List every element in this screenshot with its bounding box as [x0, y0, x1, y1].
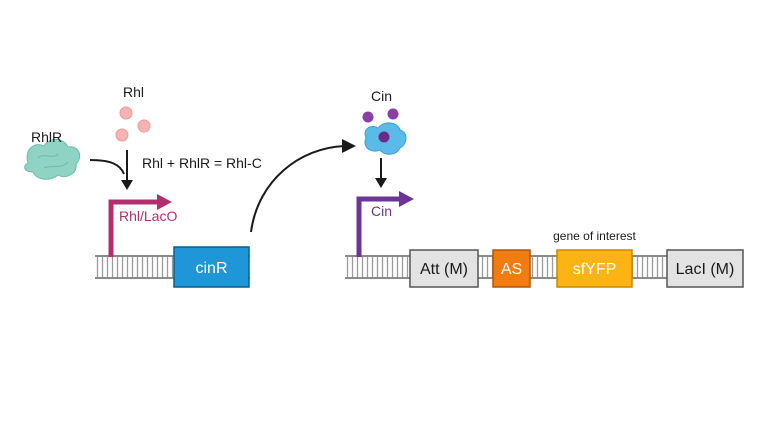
down-arrowhead-left-icon — [121, 180, 133, 190]
gene-sfyfp-label: sfYFP — [573, 261, 617, 278]
gene-as: AS — [492, 249, 531, 288]
rhl-molecules — [115, 106, 151, 142]
gene-as-label: AS — [501, 261, 522, 278]
cin-arrowhead-icon — [342, 139, 356, 153]
promoter-rhl-laco: Rhl/LacO — [108, 194, 177, 257]
cin-complex-icon — [362, 108, 407, 155]
down-arrowhead-right-icon — [375, 178, 387, 188]
gene-att: Att (M) — [409, 249, 479, 288]
rhl-label: Rhl — [123, 84, 144, 100]
gene-cinr: cinR — [173, 246, 250, 288]
gene-sfyfp: sfYFP — [556, 249, 633, 288]
promoter-rhl-label: Rhl/LacO — [119, 208, 177, 224]
rhlr-protein-icon — [24, 138, 81, 180]
gene-laci: LacI (M) — [666, 249, 744, 288]
cin-production-arrow — [250, 145, 345, 233]
gene-att-label: Att (M) — [420, 261, 468, 278]
gene-of-interest-label: gene of interest — [553, 229, 636, 243]
gene-cinr-label: cinR — [195, 260, 227, 277]
equation-label: Rhl + RhlR = Rhl-C — [142, 155, 262, 171]
rhlr-label: RhlR — [31, 129, 62, 145]
promoter-cin-label: Cin — [371, 203, 392, 219]
gene-laci-label: LacI (M) — [676, 261, 735, 278]
rhlr-binding-arrow — [89, 159, 125, 175]
promoter-cin: Cin — [356, 191, 414, 257]
cin-molecule-label: Cin — [371, 88, 392, 104]
